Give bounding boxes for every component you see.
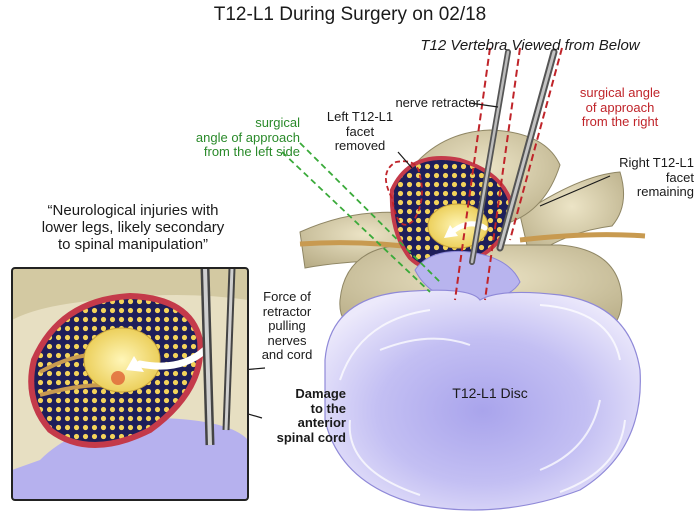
inset-closeup — [12, 268, 248, 500]
label-t12-l1-disc: T12-L1 Disc — [452, 385, 528, 401]
label-damage-anterior-spinal-cord: Damage to the anterior spinal cord — [276, 386, 346, 445]
disc-fiber-lines — [339, 304, 626, 496]
green-approach-lines — [281, 142, 441, 293]
quote-neurological-injuries: “Neurological injuries with lower legs, … — [41, 202, 225, 253]
red-approach-lines — [454, 47, 563, 301]
label-left-facet-removed: Left T12-L1 facet removed — [326, 109, 394, 154]
removed-facet-outline — [385, 160, 423, 226]
label-right-facet-remaining: Right T12-L1 facet remaining — [619, 155, 694, 200]
retractor-instruments — [469, 48, 558, 265]
diagram-subtitle: T12 Vertebra Viewed from Below — [420, 37, 640, 54]
page-title: T12-L1 During Surgery on 02/18 — [213, 4, 487, 25]
t12-l1-disc — [324, 289, 641, 511]
label-nerve-retractor: nerve retractor — [395, 95, 480, 110]
label-surgical-approach-right: surgical angle of approach from the righ… — [579, 85, 661, 130]
label-surgical-approach-left: surgical angle of approach from the left… — [195, 115, 300, 160]
inset-border — [11, 267, 249, 501]
label-force-of-retractor: Force of retractor pulling nerves and co… — [261, 289, 313, 363]
